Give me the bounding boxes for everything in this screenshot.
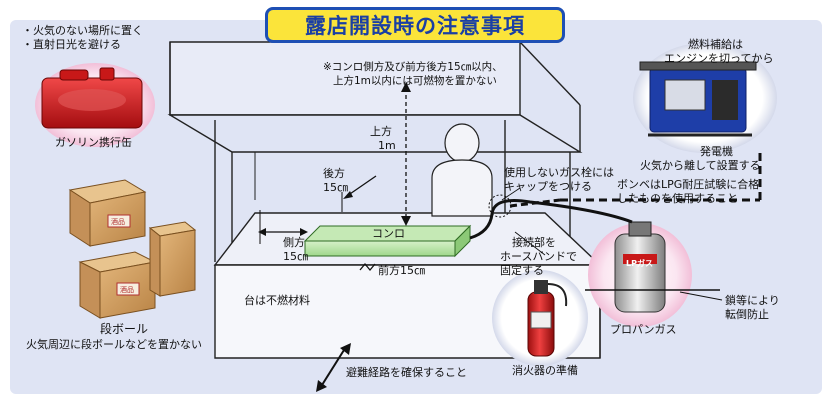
gasoline-label: ガソリン携行缶 — [55, 136, 132, 149]
hose-note-3: 固定する — [500, 264, 544, 277]
generator-fuel-note-1: 燃料補給は — [688, 38, 743, 51]
box-mark-bottom: 酒品 — [120, 286, 134, 294]
stove-label: コンロ — [372, 227, 405, 240]
cylinder-note-1: ボンベはLPG耐圧試験に合格 — [617, 178, 760, 191]
above-value: 1m — [378, 139, 396, 152]
gasoline-can-illustration — [35, 63, 155, 147]
propane-cylinder-illustration — [585, 221, 720, 327]
extinguisher-label: 消火器の準備 — [512, 364, 578, 377]
hose-note-1: 接続部を — [512, 236, 556, 249]
dimension-arrows — [258, 82, 411, 392]
propane-label: プロパンガス — [610, 323, 677, 336]
stove-distance-note-1: ※コンロ側方及び前方後方15㎝以内、 — [323, 61, 503, 73]
gasoline-note-1: ・火気のない場所に置く — [22, 24, 143, 37]
cap-note-1: 使用しないガス栓には — [504, 166, 614, 179]
stall-frame — [167, 41, 583, 262]
generator-illustration — [633, 43, 777, 153]
evacuation-note: 避難経路を確保すること — [346, 366, 467, 379]
chain-note-1: 鎖等により — [725, 294, 780, 307]
tank-mark: LPガス — [626, 259, 653, 268]
back-value: 15㎝ — [323, 181, 348, 194]
chain-note-2: 転倒防止 — [725, 308, 769, 321]
front-label: 前方15㎝ — [378, 264, 425, 277]
person-outline — [431, 123, 493, 217]
cardboard-label: 段ボール — [100, 322, 149, 336]
gas-hose — [469, 150, 762, 240]
side-label: 側方 — [283, 236, 305, 249]
table-note: 台は不燃材料 — [244, 294, 310, 307]
side-value: 15㎝ — [283, 250, 308, 263]
gasoline-note-2: ・直射日光を避ける — [22, 38, 121, 51]
cylinder-note-2: したものを使用すること — [617, 192, 738, 205]
generator-note: 火気から離して設置する — [640, 159, 761, 172]
box-mark-top: 酒品 — [111, 218, 125, 226]
cap-note-2: キャップをつける — [504, 180, 592, 193]
cardboard-boxes-illustration — [68, 179, 197, 319]
above-label: 上方 — [370, 125, 392, 138]
extinguisher-illustration — [492, 270, 588, 366]
stove-distance-note-2: 上方1m以内には可燃物を置かない — [333, 75, 497, 87]
generator-label: 発電機 — [700, 145, 733, 158]
leader-lines — [501, 187, 723, 301]
generator-fuel-note-2: エンジンを切ってから — [664, 52, 774, 65]
page-title: 露店開設時の注意事項 — [305, 14, 525, 38]
title-banner: 露店開設時の注意事項 — [265, 7, 565, 43]
stove-illustration — [303, 224, 472, 258]
cardboard-note: 火気周辺に段ボールなどを置かない — [26, 338, 202, 351]
back-label: 後方 — [323, 167, 345, 180]
hose-note-2: ホースバンドで — [500, 250, 577, 263]
